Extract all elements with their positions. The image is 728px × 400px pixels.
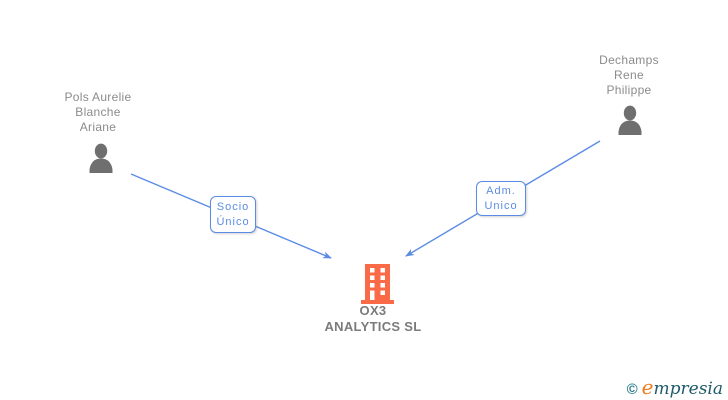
person-icon-pols-aurelie[interactable] (85, 143, 117, 175)
company-name-label: OX3 ANALYTICS SL (293, 303, 453, 335)
edge-label-line: Adm. (486, 184, 516, 197)
brand-rest: mpresia (653, 379, 724, 399)
copyright-icon: © (626, 381, 638, 398)
company-node-ox3-analytics[interactable] (361, 264, 394, 304)
person-name-line: Ariane (79, 120, 117, 134)
company-name-line: OX3 (359, 303, 387, 318)
person-icon (89, 143, 113, 173)
person-name-line: Blanche (75, 105, 121, 119)
edge-label-line: Único (216, 215, 250, 228)
edge-label-line: Socio (216, 200, 250, 213)
person-name-pols-aurelie: Pols Aurelie Blanche Ariane (33, 90, 163, 135)
person-name-dechamps: Dechamps Rene Philippe (564, 53, 694, 98)
edge-label-line: Unico (484, 199, 518, 212)
company-name-line: ANALYTICS SL (324, 319, 422, 334)
brand-initial: e (641, 375, 654, 399)
person-name-line: Pols Aurelie (64, 90, 132, 104)
building-icon (361, 264, 394, 304)
person-name-line: Dechamps (599, 53, 659, 67)
person-name-line: Philippe (606, 83, 652, 97)
edge-label-adm-unico[interactable]: Adm. Unico (476, 181, 526, 216)
person-name-line: Rene (614, 68, 644, 82)
person-icon-dechamps[interactable] (614, 105, 646, 137)
edge-label-socio-unico[interactable]: Socio Único (210, 196, 256, 233)
person-icon (618, 105, 642, 135)
empresia-logo: © empresia (627, 375, 723, 399)
brand-wordmark: empresia (642, 375, 723, 399)
